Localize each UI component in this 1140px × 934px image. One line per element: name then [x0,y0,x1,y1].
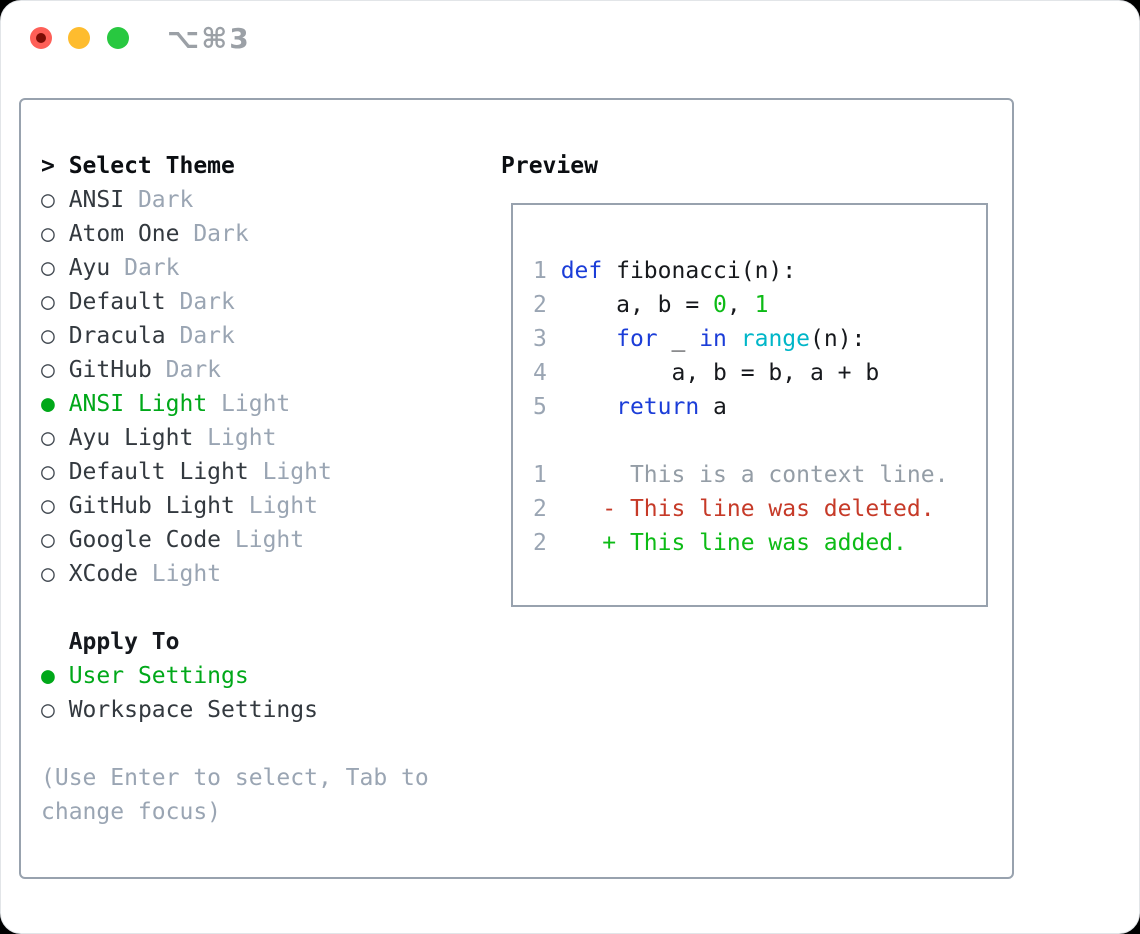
radio-icon: ○ [41,221,69,247]
theme-name: Ayu [68,255,111,281]
apply-option-label: User Settings [68,663,249,689]
theme-variant: Light [137,561,222,587]
theme-option-xcode[interactable]: ○ XCode Light [41,557,429,591]
theme-variant: Dark [179,221,249,247]
line-number: 4 [533,360,561,386]
theme-name: ANSI Light [68,391,208,417]
maximize-button[interactable] [107,27,129,49]
theme-option-atom-one[interactable]: ○ Atom One Dark [41,217,429,251]
code-line: 2 a, b = 0, 1 [533,292,769,318]
apply-option-label: Workspace Settings [68,697,318,723]
theme-option-default[interactable]: ○ Default Dark [41,285,429,319]
theme-variant: Dark [165,323,235,349]
line-number: 2 [533,530,561,556]
code-line: 1 This is a context line. [533,462,949,488]
theme-variant: Dark [165,289,235,315]
close-dot-icon [36,33,46,43]
theme-variant: Light [207,391,291,417]
spacer [41,727,429,761]
theme-name: Atom One [68,221,180,247]
line-number: 2 [533,496,561,522]
theme-option-default-light[interactable]: ○ Default Light Light [41,455,429,489]
theme-variant: Light [193,425,277,451]
theme-variant: Dark [110,255,180,281]
theme-name: Ayu Light [68,425,194,451]
theme-name: Default [68,289,166,315]
line-number: 1 [533,258,561,284]
titlebar: ⌥⌘3 [1,1,1139,76]
theme-variant: Dark [151,357,222,383]
close-button[interactable] [30,27,52,49]
line-number: 5 [533,394,561,420]
code-line: 2 - This line was deleted. [533,496,935,522]
code-line [533,424,986,458]
radio-icon: ○ [41,357,69,383]
apply-option-user-settings[interactable]: ● User Settings [41,659,429,693]
radio-icon: ○ [41,493,69,519]
theme-selector: > Select Theme○ ANSI Dark○ Atom One Dark… [41,149,429,829]
theme-option-github[interactable]: ○ GitHub Dark [41,353,429,387]
code-line: 2 + This line was added. [533,530,907,556]
spacer [41,591,429,625]
theme-list-header: > Select Theme [41,153,235,179]
theme-name: XCode [68,561,138,587]
main-panel: > Select Theme○ ANSI Dark○ Atom One Dark… [19,98,1014,879]
window-shortcut-label: ⌥⌘3 [167,22,251,55]
radio-icon: ○ [41,459,69,485]
radio-icon: ○ [41,527,69,553]
preview-heading: Preview [501,153,598,179]
theme-option-github-light[interactable]: ○ GitHub Light Light [41,489,429,523]
line-number: 1 [533,462,561,488]
radio-icon: ○ [41,697,69,723]
theme-name: Dracula [68,323,166,349]
code-line: 1 def fibonacci(n): [533,258,797,284]
preview-box: 1 def fibonacci(n): 2 a, b = 0, 1 3 for _ … [511,203,988,607]
theme-variant: Light [234,493,318,519]
radio-icon: ○ [41,187,69,213]
line-number: 3 [533,326,561,352]
line-number: 2 [533,292,561,318]
keyboard-hint: change focus) [41,799,222,825]
theme-variant: Light [248,459,332,485]
theme-option-ansi-light[interactable]: ● ANSI Light Light [41,387,429,421]
theme-name: GitHub Light [68,493,235,519]
keyboard-hint: (Use Enter to select, Tab to [41,765,429,791]
code-line: 4 a, b = b, a + b [533,360,880,386]
theme-name: ANSI [68,187,125,213]
radio-icon: ○ [41,425,69,451]
theme-option-ayu-light[interactable]: ○ Ayu Light Light [41,421,429,455]
code-line: 5 return a [533,394,727,420]
theme-variant: Dark [124,187,194,213]
radio-selected-icon: ● [41,391,69,417]
theme-name: GitHub [68,357,152,383]
theme-option-google-code[interactable]: ○ Google Code Light [41,523,429,557]
theme-variant: Light [221,527,305,553]
apply-option-workspace-settings[interactable]: ○ Workspace Settings [41,693,429,727]
minimize-button[interactable] [68,27,90,49]
code-line: 3 for _ in range(n): [533,326,866,352]
radio-icon: ○ [41,289,69,315]
theme-name: Google Code [68,527,222,553]
radio-icon: ○ [41,561,69,587]
radio-icon: ○ [41,323,69,349]
theme-name: Default Light [68,459,249,485]
theme-option-ayu[interactable]: ○ Ayu Dark [41,251,429,285]
radio-selected-icon: ● [41,663,69,689]
apply-to-header: Apply To [41,629,180,655]
radio-icon: ○ [41,255,69,281]
theme-option-ansi[interactable]: ○ ANSI Dark [41,183,429,217]
theme-option-dracula[interactable]: ○ Dracula Dark [41,319,429,353]
